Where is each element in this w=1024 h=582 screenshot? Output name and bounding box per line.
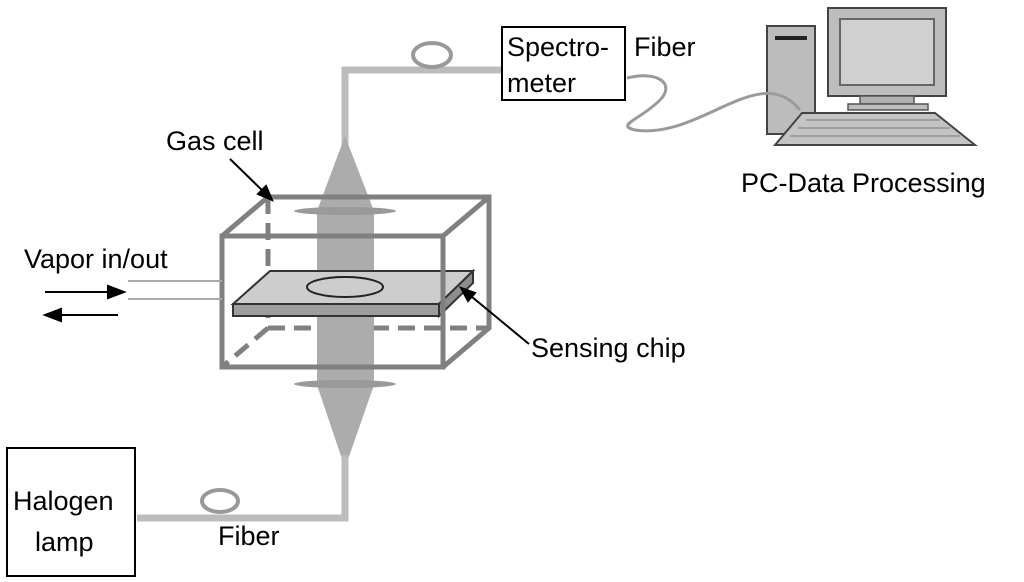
beam-ring-top	[294, 207, 396, 215]
beam-ring-bottom	[294, 380, 396, 388]
halogen-label-line2: lamp	[35, 527, 94, 557]
sensing-chip	[230, 268, 476, 319]
fiber-label-bottom: Fiber	[218, 521, 280, 551]
sensing-chip-pointer	[458, 286, 530, 345]
vapor-label: Vapor in/out	[24, 244, 168, 274]
gas-cell-box	[219, 194, 492, 370]
spectrometer-label-line1: Spectro-	[507, 32, 609, 62]
fiber-coil-icon	[411, 41, 453, 69]
pc-label: PC-Data Processing	[741, 168, 986, 198]
fiber-label-top: Fiber	[634, 32, 696, 62]
vapor-arrows	[42, 284, 127, 323]
spectrometer-box	[501, 26, 626, 101]
fiber-top	[341, 66, 505, 148]
halogen-lamp-box	[6, 447, 136, 577]
fiber-coil-icon-bottom	[200, 488, 240, 514]
spectrometer-label-line2: meter	[507, 68, 576, 98]
vapor-tubes	[128, 280, 222, 300]
sensing-chip-label: Sensing chip	[531, 333, 686, 363]
gas-cell-pointer	[229, 158, 274, 202]
gas-cell-label: Gas cell	[166, 126, 264, 156]
halogen-label-line1: Halogen	[13, 486, 114, 516]
computer-icon	[766, 7, 978, 146]
fiber-bottom	[137, 455, 349, 522]
fiber-to-pc	[626, 74, 802, 133]
